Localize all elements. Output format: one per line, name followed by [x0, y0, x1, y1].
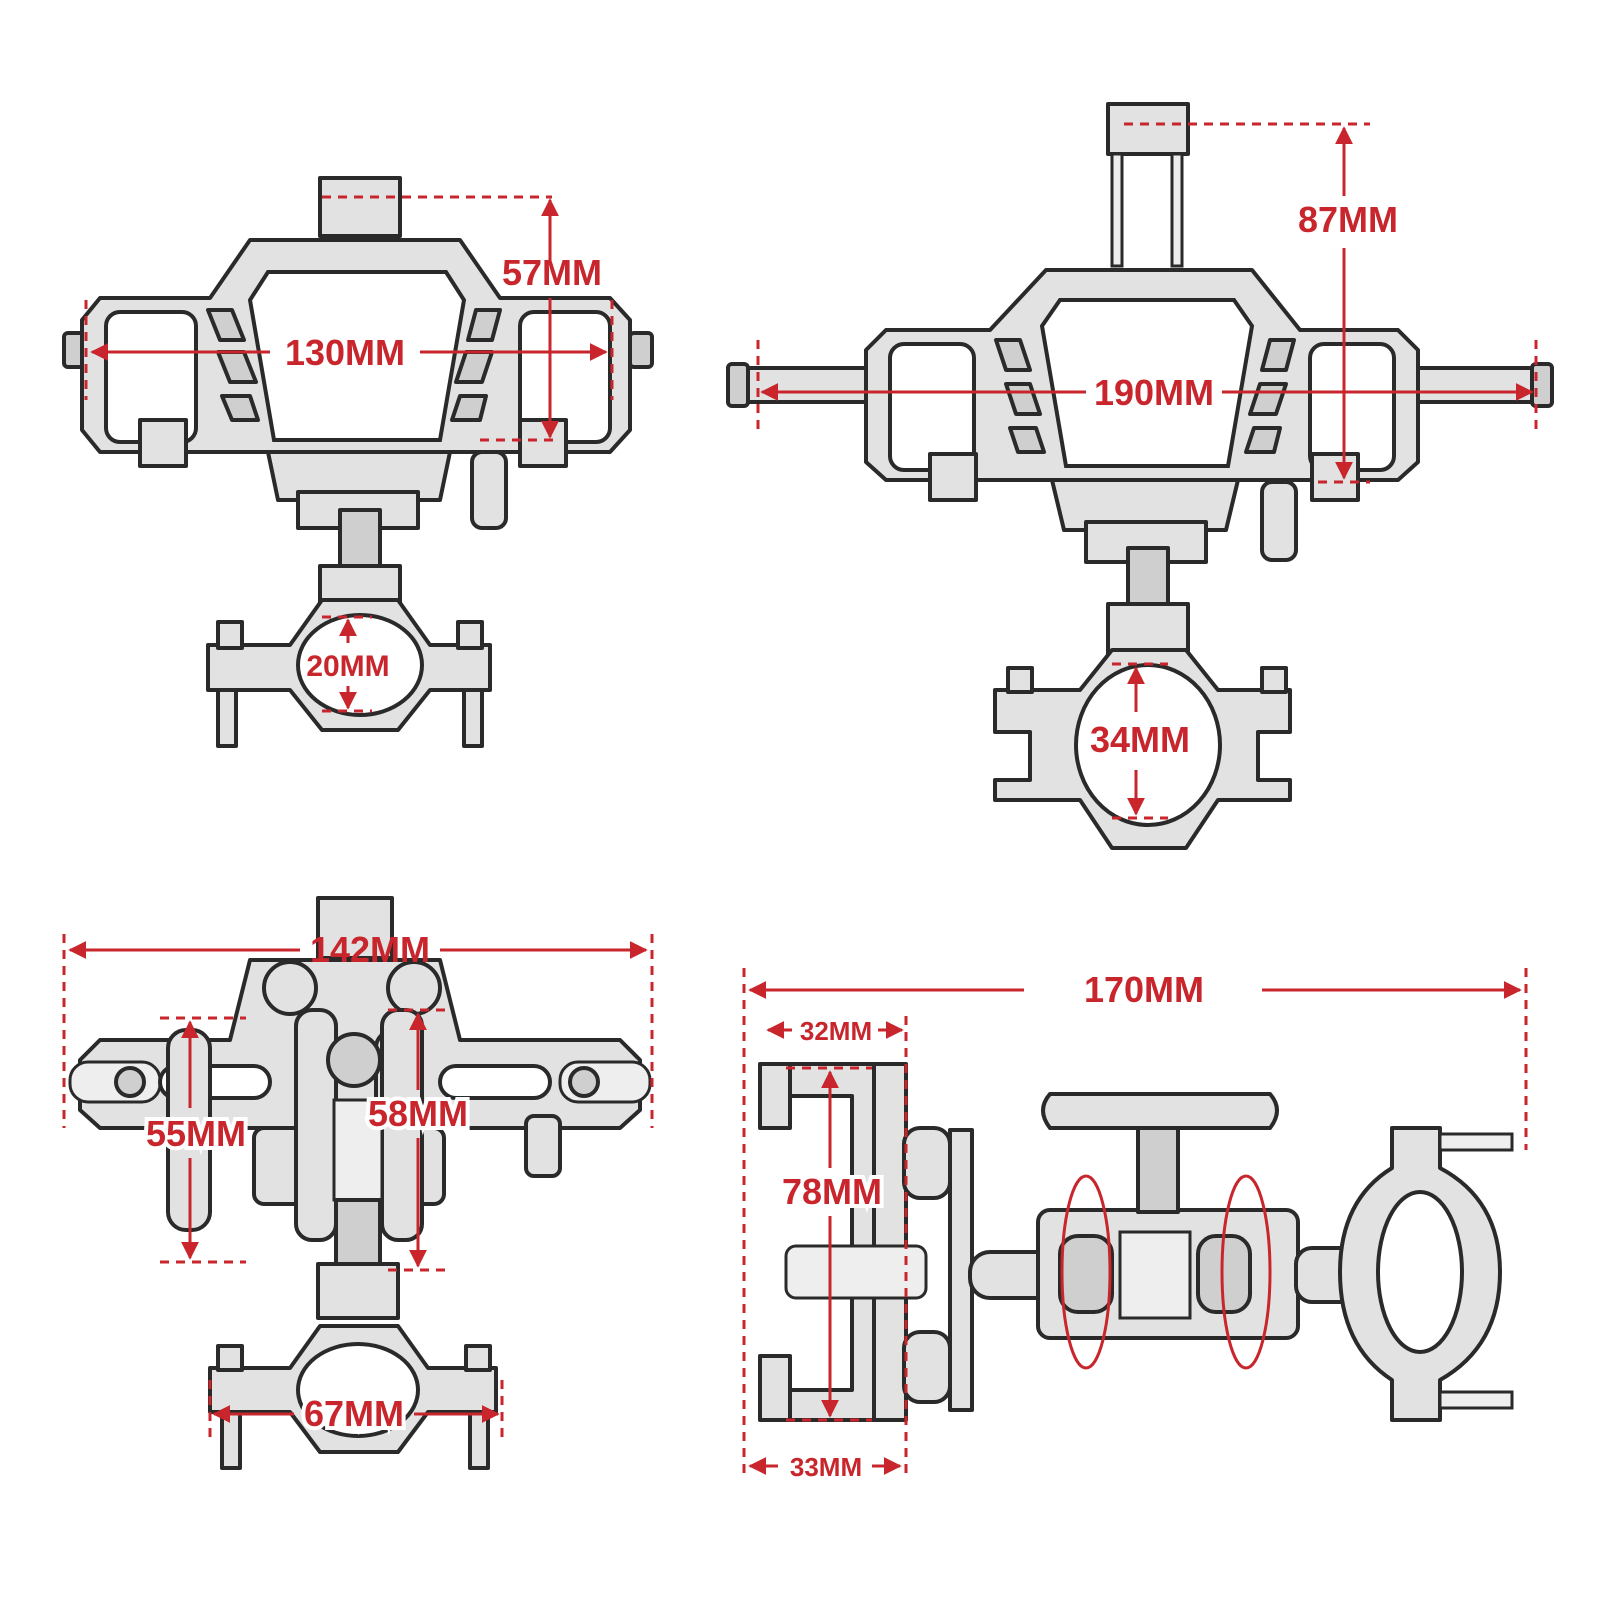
right-rotation-arrow	[1220, 1174, 1272, 1370]
right-foot	[518, 418, 568, 468]
ball-stem	[334, 1198, 382, 1272]
left-arm-bolt	[726, 362, 750, 408]
right-arm-bolt	[1530, 362, 1554, 408]
upper-mount-boss	[902, 1126, 952, 1200]
right-slots	[450, 308, 502, 422]
left-foot	[138, 418, 188, 468]
left-foot	[928, 452, 978, 502]
height-label: 57MM	[502, 252, 602, 293]
width-label: 142MM	[310, 929, 430, 970]
grip-label: 78MM	[782, 1171, 882, 1212]
clamp-label: 20MM	[306, 650, 389, 683]
right-extension-arm	[1408, 366, 1542, 404]
center-pad	[1039, 298, 1255, 468]
top-jaw-hook	[758, 1062, 792, 1130]
arm-spring	[1118, 1230, 1192, 1320]
view-side: 170MM 32MM 78MM 33MM	[742, 968, 1528, 1482]
right-slots	[1244, 338, 1296, 454]
lower-housing	[1050, 478, 1240, 532]
clamp-bolt-right	[468, 1410, 490, 1470]
right-foot	[1310, 452, 1360, 502]
center-spring	[332, 1098, 384, 1202]
lower-mount-boss	[902, 1330, 952, 1404]
tighten-knob	[1041, 1092, 1279, 1130]
jaw-spine	[872, 1062, 908, 1422]
clamp-bolt-top	[1438, 1132, 1514, 1152]
top-rail-left	[1110, 152, 1124, 268]
clamp-bolt-left-top	[1006, 666, 1034, 694]
left-pad	[888, 342, 976, 472]
view-front-extended: 190MM 87MM 34MM	[726, 102, 1554, 850]
clamp-bolt-left	[216, 688, 238, 748]
clamp-label: 34MM	[1090, 719, 1190, 760]
right-slider-bolt	[568, 1066, 600, 1098]
top-grip-tab	[318, 176, 402, 238]
right-slot	[438, 1064, 552, 1100]
ratchet-gear	[784, 1244, 928, 1300]
top-grip-tab	[1106, 102, 1190, 156]
clamp-label: 67MM	[304, 1393, 404, 1434]
left-arm-label: 55MM	[146, 1113, 246, 1154]
width-label: 190MM	[1094, 372, 1214, 413]
clamp-bolt-left-top	[216, 1344, 244, 1372]
side-knob	[524, 1114, 562, 1178]
left-ball-socket	[1058, 1234, 1114, 1314]
top-rail-right	[1170, 152, 1184, 268]
clamp-bolt-left-top	[216, 620, 244, 650]
clamp-bolt-right-top	[464, 1344, 492, 1372]
top-depth-label: 32MM	[800, 1016, 872, 1046]
left-rotation-arrow	[1060, 1174, 1112, 1370]
right-side-bolt	[628, 331, 654, 369]
right-pad	[1308, 342, 1396, 472]
bottom-depth-label: 33MM	[790, 1452, 862, 1482]
side-knob	[470, 450, 508, 530]
center-knob	[326, 1032, 382, 1088]
view-back: 142MM 55MM 58MM 67MM	[62, 896, 654, 1470]
right-arm-label: 58MM	[368, 1093, 468, 1134]
height-label: 87MM	[1298, 199, 1398, 240]
clamp-bolt-right-top	[456, 620, 484, 650]
stem-collar	[316, 1262, 400, 1320]
view-front-compact: 130MM 57MM 20MM	[62, 176, 654, 748]
clamp-bolt-bottom	[1438, 1390, 1514, 1410]
side-knob	[1260, 480, 1298, 562]
length-label: 170MM	[1084, 969, 1204, 1010]
center-left-rail	[294, 1008, 338, 1242]
clamp-opening	[296, 613, 424, 717]
lower-housing	[266, 450, 452, 502]
center-pad	[247, 270, 467, 442]
clamp-bolt-left	[220, 1410, 242, 1470]
knob-stem	[1136, 1118, 1180, 1214]
clamp-bolt-right	[462, 688, 484, 748]
top-grip-tab	[316, 896, 394, 960]
side-clamp-opening	[1376, 1190, 1464, 1354]
left-slider-bolt	[114, 1066, 146, 1098]
bottom-jaw-hook	[758, 1354, 792, 1422]
clamp-bolt-right-top	[1260, 666, 1288, 694]
clamp-opening	[296, 1342, 420, 1438]
top-left-nut	[262, 960, 318, 1016]
left-slots	[994, 338, 1046, 454]
width-label: 130MM	[285, 332, 405, 373]
